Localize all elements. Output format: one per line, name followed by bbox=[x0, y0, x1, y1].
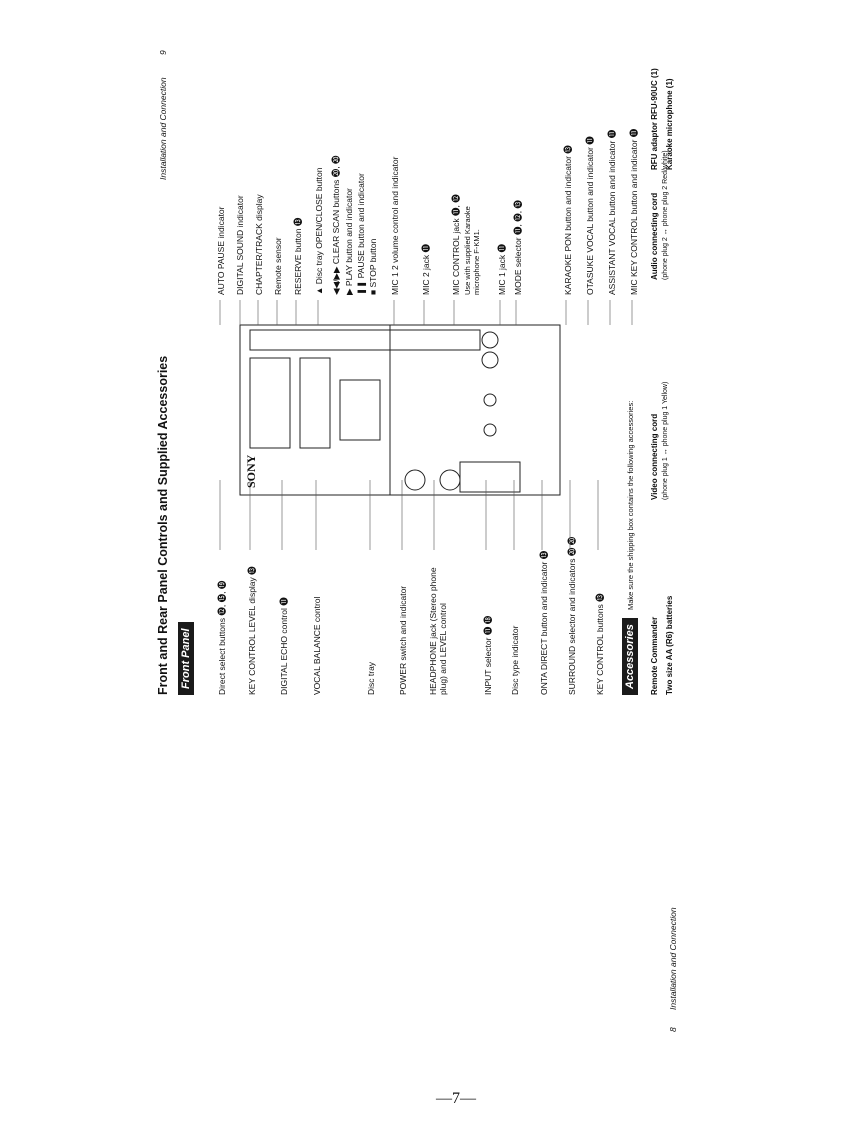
label-key-control-buttons: KEY CONTROL buttons ⓭ bbox=[595, 593, 605, 695]
sony-logo: SONY bbox=[244, 454, 258, 488]
label-otasuke: OTASUKE VOCAL button and indicator ⓫ bbox=[585, 136, 595, 295]
acc-remote: Remote Commander bbox=[650, 616, 659, 695]
label-mic-volume: MIC 1 2 volume control and indicator bbox=[390, 156, 400, 295]
accessories-badge: Accessories bbox=[622, 618, 638, 695]
label-input-selector: INPUT selector ⓫ ⓲ bbox=[483, 615, 493, 695]
footer-right-number: 9 bbox=[158, 50, 168, 55]
footer-right: Installation and Connection bbox=[158, 77, 168, 180]
label-auto-pause: AUTO PAUSE indicator bbox=[216, 206, 226, 296]
rotated-spread: Front and Rear Panel Controls and Suppli… bbox=[156, 40, 680, 1040]
label-power: POWER switch and indicator bbox=[398, 585, 408, 695]
label-remote-sensor: Remote sensor bbox=[273, 237, 283, 295]
label-stop: ■ STOP button bbox=[368, 238, 378, 295]
label-open-close: ▲ Disc tray OPEN/CLOSE button bbox=[314, 167, 324, 295]
acc-video-cord-detail: (phone plug 1 ↔ phone plug 1 Yellow) bbox=[662, 381, 669, 500]
label-mic-control-title: MIC CONTROL jack ⓫, ⓬ bbox=[451, 194, 461, 295]
label-reserve: RESERVE button ⓭ bbox=[293, 217, 303, 295]
label-mic-control: MIC CONTROL jack ⓫, ⓬ Use with supplied … bbox=[450, 194, 481, 295]
label-disc-tray: Disc tray bbox=[366, 661, 376, 695]
acc-audio-cord: Audio connecting cord bbox=[650, 192, 659, 280]
label-pause: ❚❚ PAUSE button and indicator bbox=[356, 173, 366, 295]
label-direct-select: Direct select buttons ⓬, ⓯, ⓳ bbox=[217, 580, 227, 695]
acc-rfu: RFU adaptor RFU-90UC (1) bbox=[650, 68, 659, 170]
device-diagram bbox=[219, 300, 633, 550]
page-title: Front and Rear Panel Controls and Suppli… bbox=[156, 355, 170, 695]
label-vocal-balance: VOCAL BALANCE control bbox=[312, 596, 322, 695]
label-clear-scan: ◀◀/▶▶ CLEAR SCAN buttons ⓴, ⓴ bbox=[331, 155, 341, 295]
label-surround: SURROUND selector and indicators ⓴ ⓴ bbox=[567, 536, 577, 695]
label-chapter-track: CHAPTER/TRACK display bbox=[254, 194, 264, 295]
label-key-control-level: KEY CONTROL LEVEL display ⓭ bbox=[247, 566, 257, 695]
label-mic2-jack: MIC 2 jack ⓫ bbox=[421, 243, 431, 295]
acc-microphone: Karaoke microphone (1) bbox=[665, 78, 674, 170]
label-play: ▶ PLAY button and indicator bbox=[344, 188, 354, 295]
label-headphone: HEADPHONE jack (Stereo phone plug) and L… bbox=[428, 567, 448, 695]
label-mic-control-note: Use with supplied Karaoke microphone F-K… bbox=[463, 206, 481, 295]
acc-video-cord: Video connecting cord bbox=[650, 413, 659, 500]
label-mic1-jack: MIC 1 jack ⓫ bbox=[497, 243, 507, 295]
label-digital-sound: DIGITAL SOUND indicator bbox=[235, 195, 245, 295]
label-karaoke-pon: KARAOKE PON button and indicator ⓭ bbox=[563, 145, 573, 295]
label-disc-type: Disc type indicator bbox=[510, 625, 520, 695]
label-digital-echo: DIGITAL ECHO control ⓫ bbox=[279, 597, 289, 695]
accessories-intro: Make sure the shipping box contains the … bbox=[626, 400, 635, 610]
label-assistant: ASSISTANT VOCAL button and indicator ⓫ bbox=[607, 129, 617, 295]
label-onta-direct: ONTA DIRECT button and indicator ⓭ bbox=[539, 550, 549, 695]
page-number-mark: —7— bbox=[436, 1090, 476, 1107]
label-mic-key: MIC KEY CONTROL button and indicator ⓫ bbox=[629, 128, 639, 295]
footer-left: Installation and Connection bbox=[668, 907, 678, 1010]
label-mode: MODE selector ⓫, ⓬, ⓭ bbox=[513, 200, 523, 295]
front-panel-badge: Front Panel bbox=[178, 622, 194, 695]
footer-left-number: 8 bbox=[668, 1027, 678, 1032]
acc-batteries: Two size AA (R6) batteries bbox=[665, 595, 674, 695]
